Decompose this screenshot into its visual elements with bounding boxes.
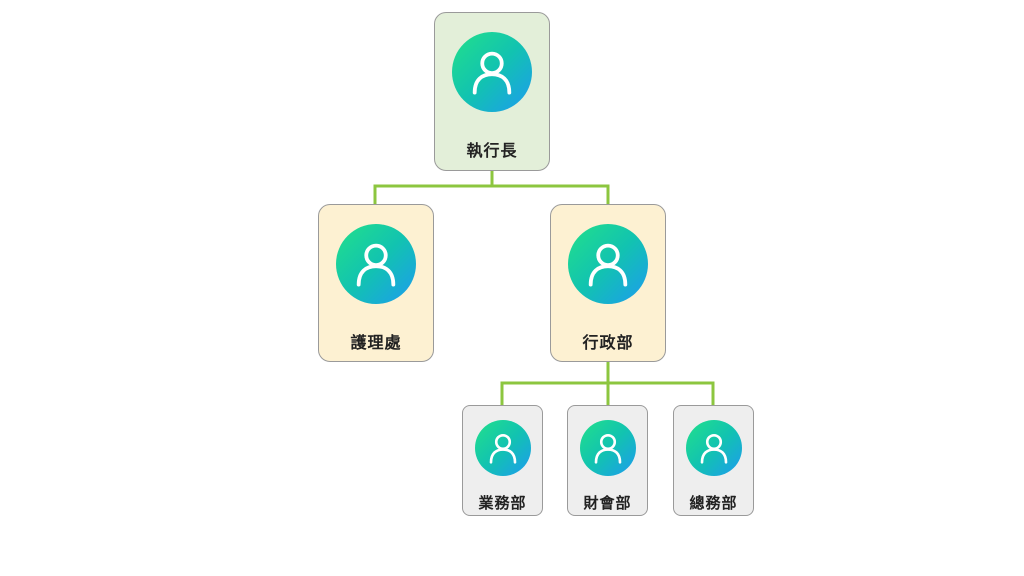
user-icon: [568, 224, 648, 304]
connector-ceo-to-nursing: [373, 169, 494, 206]
node-general[interactable]: 總務部: [673, 405, 754, 516]
node-admin[interactable]: 行政部: [550, 204, 666, 362]
node-nursing[interactable]: 護理處: [318, 204, 434, 362]
user-icon: [452, 32, 532, 112]
node-label: 財會部: [583, 494, 632, 512]
node-label: 執行長: [466, 141, 518, 160]
node-label: 護理處: [350, 333, 402, 352]
connector-admin-to-sales: [500, 360, 610, 407]
user-icon: [474, 420, 531, 476]
node-label: 總務部: [689, 494, 738, 512]
connector-ceo-to-admin: [490, 184, 610, 206]
node-label: 行政部: [582, 333, 634, 352]
node-label: 業務部: [478, 494, 527, 512]
user-icon: [579, 420, 636, 476]
user-icon: [336, 224, 416, 304]
node-sales[interactable]: 業務部: [462, 405, 543, 516]
user-icon: [685, 420, 742, 476]
node-finance[interactable]: 財會部: [567, 405, 648, 516]
node-ceo[interactable]: 執行長: [434, 12, 550, 171]
connector-admin-to-general: [606, 381, 715, 407]
